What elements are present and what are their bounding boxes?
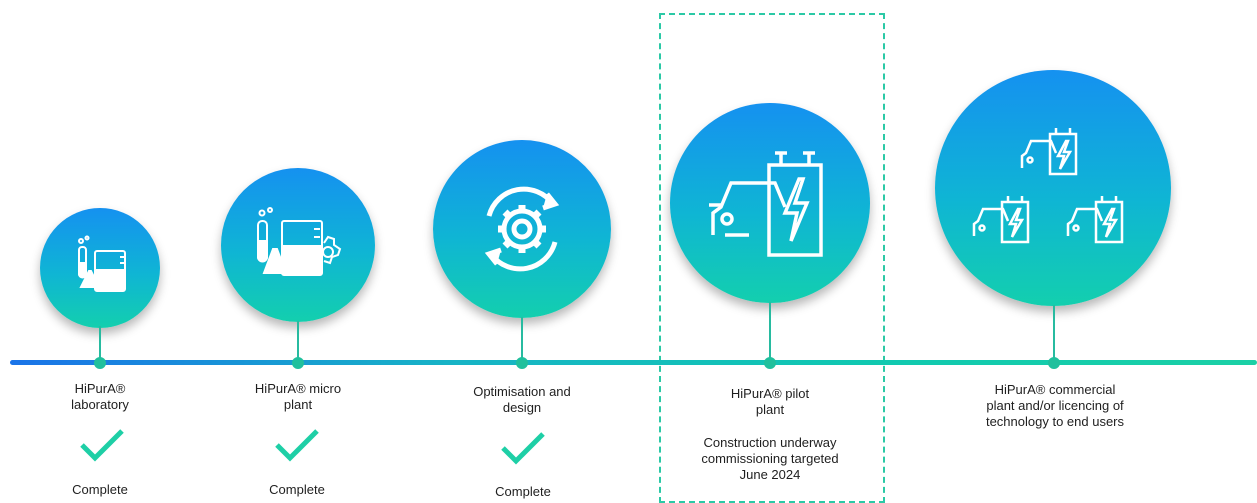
- stage-stem: [99, 326, 101, 362]
- multiple-car-chargers-icon: [972, 128, 1124, 244]
- stage-status: Complete: [495, 484, 551, 499]
- beaker-gear-icon: [257, 207, 342, 276]
- stage-circle: [221, 168, 375, 322]
- check-icon: [80, 429, 124, 462]
- cycle-gear-icon: [484, 186, 560, 272]
- stage-note: Construction underway commissioning targ…: [701, 435, 839, 482]
- stage-marker: [1048, 357, 1060, 369]
- check-icon: [501, 432, 545, 465]
- stage-marker: [764, 357, 776, 369]
- stage-circle: [935, 70, 1171, 306]
- stage-stem: [521, 317, 523, 362]
- stage-title: HiPurA® micro plant: [254, 381, 342, 412]
- stage-status: Complete: [269, 482, 325, 497]
- stage-status: Complete: [72, 482, 128, 497]
- stage-stem: [769, 302, 771, 362]
- stage-circle: [670, 103, 870, 303]
- stage-title: HiPurA® commercial plant and/or licencin…: [985, 382, 1125, 429]
- stage-circle: [40, 208, 160, 328]
- car-charger-icon: [709, 151, 823, 257]
- check-icon: [275, 429, 319, 462]
- stage-stem: [1053, 305, 1055, 362]
- timeline-line: [10, 360, 1257, 365]
- lab-beakers-icon: [78, 235, 126, 292]
- stage-circle: [433, 140, 611, 318]
- stage-marker: [94, 357, 106, 369]
- stage-title: HiPurA® pilot plant: [730, 386, 810, 417]
- stage-marker: [292, 357, 304, 369]
- stage-title: HiPurA® laboratory: [71, 381, 129, 412]
- stage-title: Optimisation and design: [473, 384, 571, 415]
- stage-marker: [516, 357, 528, 369]
- stage-stem: [297, 321, 299, 362]
